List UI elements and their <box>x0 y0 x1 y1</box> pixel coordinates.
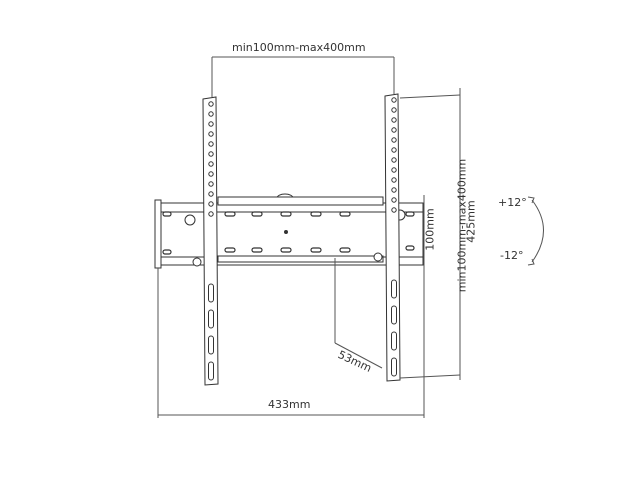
total-width-label: 433mm <box>268 398 311 411</box>
left-arm <box>202 96 219 386</box>
arm-slot <box>391 279 397 299</box>
arm-hole <box>208 191 214 197</box>
arm-hole <box>208 171 214 177</box>
arm-hole <box>391 197 397 203</box>
arm-slot <box>391 305 397 325</box>
dimension-lines <box>157 56 461 418</box>
right-arm <box>384 93 401 382</box>
arm-slot <box>208 283 214 303</box>
arm-hole <box>391 207 397 213</box>
arm-hole <box>391 157 397 163</box>
arm-hole <box>208 161 214 167</box>
arm-hole <box>391 177 397 183</box>
total-height-label: 425mm <box>464 200 478 243</box>
arm-slot <box>208 335 214 355</box>
tilt-up-label: +12° <box>498 196 527 209</box>
arm-hole <box>391 147 397 153</box>
arm-hole <box>391 107 397 113</box>
arm-slot <box>391 331 397 351</box>
tilt-down-label: -12° <box>500 249 524 262</box>
arm-hole <box>391 187 397 193</box>
arm-hole <box>208 151 214 157</box>
arm-hole <box>208 121 214 127</box>
arm-hole <box>208 181 214 187</box>
arm-slot <box>208 309 214 329</box>
arm-slot <box>208 361 214 381</box>
arm-hole <box>391 167 397 173</box>
arm-slot <box>391 357 397 377</box>
arm-hole <box>391 97 397 103</box>
vesa-width-label: min100mm-max400mm <box>232 41 366 54</box>
arm-hole <box>391 127 397 133</box>
plate-height-label: 100mm <box>423 208 437 251</box>
tilt-arc <box>527 196 544 266</box>
arm-hole <box>208 211 214 217</box>
arm-hole <box>391 137 397 143</box>
arm-hole <box>208 141 214 147</box>
arm-hole <box>208 131 214 137</box>
arm-hole <box>208 101 214 107</box>
arm-hole <box>208 111 214 117</box>
arm-hole <box>208 201 214 207</box>
arm-hole <box>391 117 397 123</box>
plate-slots <box>162 211 415 255</box>
